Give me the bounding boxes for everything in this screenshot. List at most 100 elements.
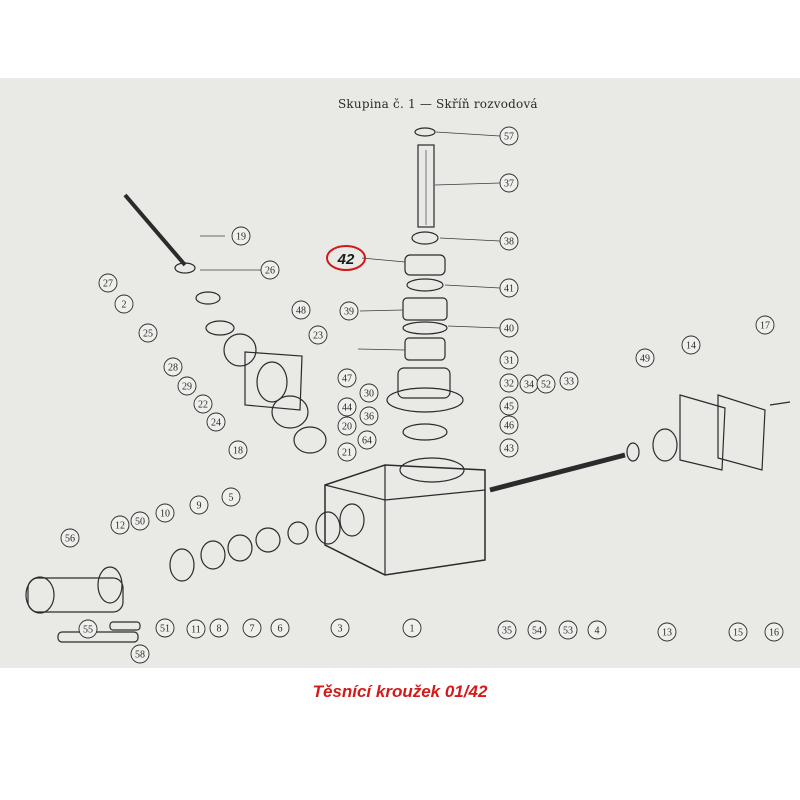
sprocket-left <box>25 576 55 614</box>
part-label-circle <box>209 618 229 638</box>
part-label-58: 58 <box>130 644 150 664</box>
part-label-number: 18 <box>233 446 243 457</box>
part-label-circle <box>163 357 183 377</box>
part-label-circle <box>138 323 158 343</box>
part-21-flange <box>399 457 465 483</box>
part-label-number: 17 <box>760 321 770 332</box>
part-label-number: 43 <box>504 444 514 455</box>
part-label-43: 43 <box>499 438 519 458</box>
part-caption: Těsnící kroužek 01/42 <box>312 682 488 701</box>
part-label-number: 48 <box>296 306 306 317</box>
part-label-number: 35 <box>502 626 512 637</box>
part-9-sprocket <box>169 548 195 582</box>
part-label-circle <box>499 126 519 146</box>
part-16-bolt <box>769 401 791 406</box>
part-label-circle <box>499 278 519 298</box>
part-label-circle <box>242 618 262 638</box>
part-label-number: 58 <box>135 650 145 661</box>
part-label-number: 45 <box>504 402 514 413</box>
part-label-number: 2 <box>122 300 127 311</box>
part-label-26: 26 <box>260 260 280 280</box>
part-1-housing <box>324 464 486 576</box>
part-label-circle <box>337 397 357 417</box>
part-8-ring <box>227 534 253 562</box>
part-label-11: 11 <box>186 619 206 639</box>
part-39b-bearing <box>404 337 446 361</box>
part-label-number: 46 <box>504 421 514 432</box>
part-label-circle <box>270 618 290 638</box>
part-label-number: 21 <box>342 448 352 459</box>
part-40-ring <box>402 321 448 335</box>
part-30-flange <box>386 387 464 413</box>
part-label-number: 30 <box>364 389 374 400</box>
part-label-circle <box>536 374 556 394</box>
part-label-36: 36 <box>359 406 379 426</box>
part-label-circle <box>359 383 379 403</box>
part-label-number: 29 <box>182 382 192 393</box>
highlighted-part-number: 42 <box>337 251 355 268</box>
part-label-number: 52 <box>541 380 551 391</box>
part-14-flange <box>679 394 726 471</box>
part-24-flange <box>244 351 303 411</box>
part-label-number: 31 <box>504 356 514 367</box>
part-label-number: 38 <box>504 237 514 248</box>
part-label-29: 29 <box>177 376 197 396</box>
part-label-number: 11 <box>191 625 201 636</box>
part-label-12: 12 <box>110 515 130 535</box>
part-label-number: 36 <box>364 412 374 423</box>
part-label-number: 28 <box>168 363 178 374</box>
part-label-21: 21 <box>337 442 357 462</box>
part-label-38: 38 <box>499 231 519 251</box>
part-label-number: 12 <box>115 521 125 532</box>
part-label-13: 13 <box>657 622 677 642</box>
part-label-number: 47 <box>342 374 352 385</box>
part-label-5: 5 <box>221 487 241 507</box>
part-label-circle <box>657 622 677 642</box>
part-39-bearing <box>402 297 448 321</box>
part-label-56: 56 <box>60 528 80 548</box>
part-label-number: 5 <box>229 493 234 504</box>
part-label-8: 8 <box>209 618 229 638</box>
part-label-number: 56 <box>65 534 75 545</box>
part-label-circle <box>357 430 377 450</box>
housing-bore <box>339 503 365 537</box>
part-19-shaft <box>123 193 187 267</box>
part-label-circle <box>755 315 775 335</box>
part-label-number: 51 <box>160 624 170 635</box>
part-23-ring <box>205 320 235 336</box>
part-label-55: 55 <box>78 619 98 639</box>
part-label-circle <box>497 620 517 640</box>
part-label-48: 48 <box>291 300 311 320</box>
part-label-circle <box>339 301 359 321</box>
part-label-circle <box>499 173 519 193</box>
part-label-circle <box>499 415 519 435</box>
part-58-link <box>109 621 141 631</box>
part-label-31: 31 <box>499 350 519 370</box>
part-label-51: 51 <box>155 618 175 638</box>
part-label-19: 19 <box>231 226 251 246</box>
part-label-9: 9 <box>189 495 209 515</box>
part-label-22: 22 <box>193 394 213 414</box>
part-label-number: 27 <box>103 279 113 290</box>
part-label-circle <box>499 373 519 393</box>
part-label-30: 30 <box>359 383 379 403</box>
part-label-circle <box>291 300 311 320</box>
part-label-circle <box>228 440 248 460</box>
part-label-circle <box>155 618 175 638</box>
part-label-circle <box>177 376 197 396</box>
part-label-47: 47 <box>337 368 357 388</box>
part-label-circle <box>337 442 357 462</box>
part-label-circle <box>308 325 328 345</box>
part-label-number: 55 <box>83 625 93 636</box>
part-label-circle <box>559 371 579 391</box>
part-label-64: 64 <box>357 430 377 450</box>
part-label-number: 4 <box>595 626 600 637</box>
part-48-ring <box>195 291 221 305</box>
part-57-ring <box>414 127 436 137</box>
part-label-circle <box>189 495 209 515</box>
part-label-20: 20 <box>337 416 357 436</box>
part-label-number: 37 <box>504 179 514 190</box>
part-label-circle <box>155 503 175 523</box>
part-label-number: 19 <box>236 232 246 243</box>
